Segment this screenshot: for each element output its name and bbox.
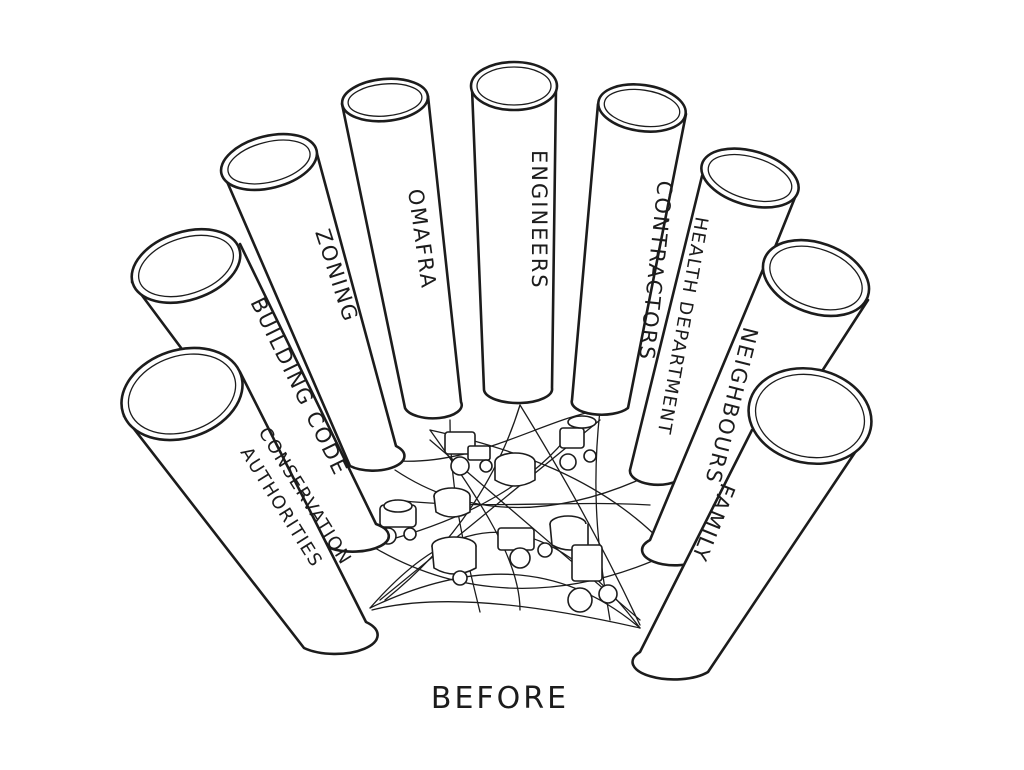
pillar-zoning xyxy=(219,132,406,472)
pillar-engineers xyxy=(469,60,559,405)
pillar-building-code xyxy=(130,228,391,553)
pillar-omafra xyxy=(340,77,463,420)
caption-before: BEFORE xyxy=(431,681,569,716)
tractor-cluster xyxy=(379,415,618,613)
label-engineers: ENGINEERS xyxy=(527,150,551,290)
pillar-family xyxy=(631,366,873,681)
pillar-conservation-authorities xyxy=(120,346,379,656)
tangled-web-with-farm-equipment-icon xyxy=(369,404,661,629)
pillar-contractors xyxy=(570,83,688,417)
pillar-health-department xyxy=(628,147,800,487)
